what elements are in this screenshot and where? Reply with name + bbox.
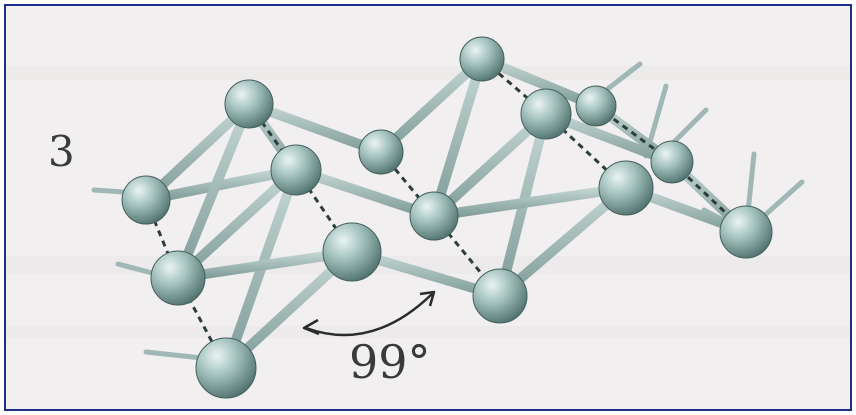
atom [150, 250, 206, 306]
atom [121, 175, 171, 225]
atom [472, 268, 528, 324]
angle-label: 99° [349, 335, 431, 389]
atom [459, 36, 505, 82]
atom [270, 144, 322, 196]
atom [195, 337, 257, 399]
atom [409, 191, 459, 241]
atom [520, 88, 572, 140]
atom [358, 129, 404, 175]
atom [650, 140, 694, 184]
figure-frame: 3 99° [4, 4, 852, 411]
angle-arc [302, 290, 436, 337]
atom [575, 85, 617, 127]
figure-label: 3 [48, 127, 75, 176]
atom [719, 205, 773, 259]
atom [598, 160, 654, 216]
atom [224, 79, 274, 129]
atoms [121, 36, 773, 399]
background-texture [6, 66, 850, 338]
molecular-structure-diagram: 3 99° [6, 36, 850, 399]
atom [322, 222, 382, 282]
